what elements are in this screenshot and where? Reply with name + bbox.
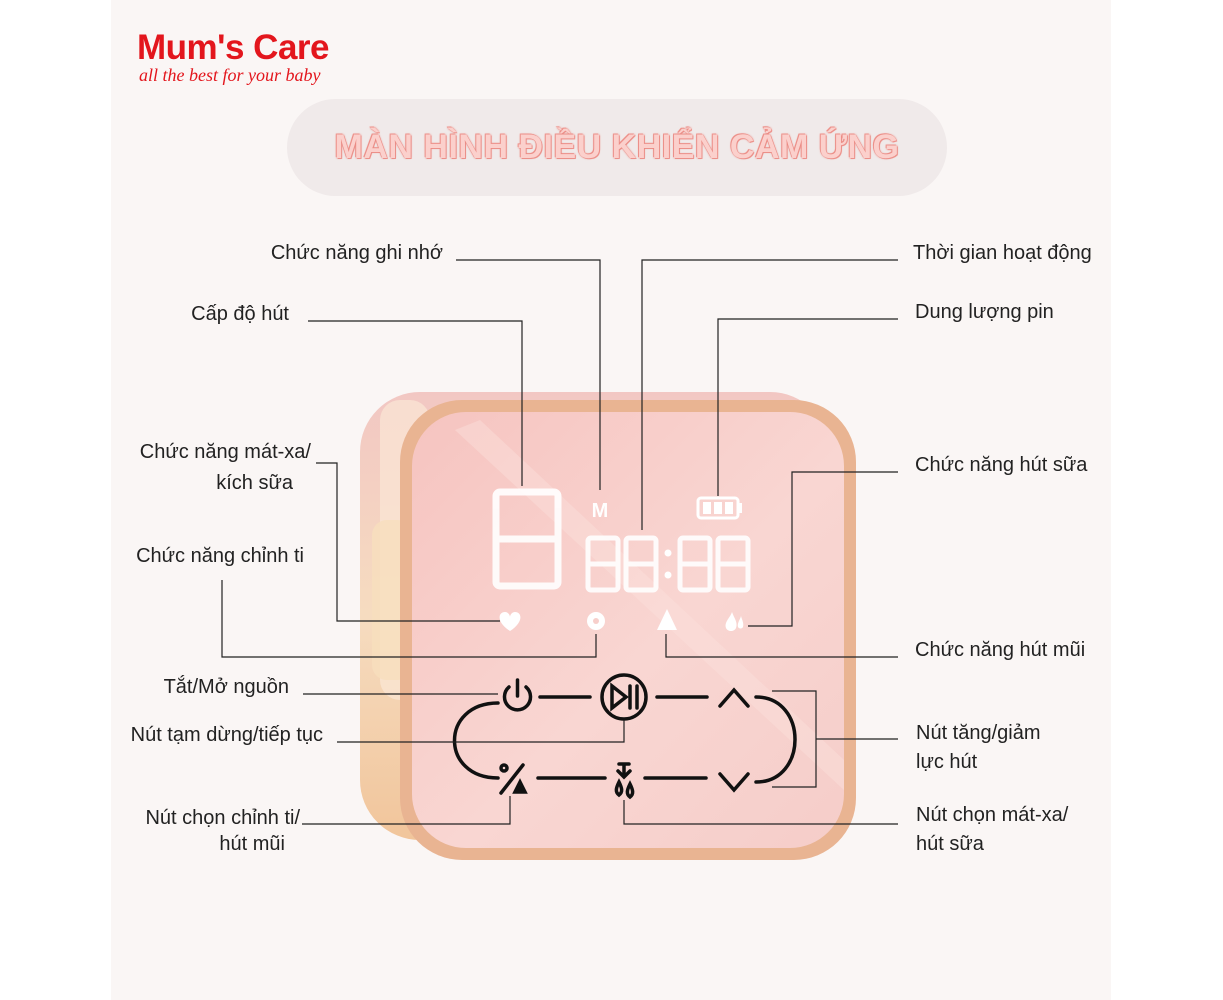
label-suction-level: Cấp độ hút — [191, 303, 289, 325]
label-power: Tắt/Mở nguồn — [163, 676, 289, 698]
label-select-nipple-line1: Nút chọn chỉnh ti/ — [145, 807, 300, 829]
label-adjust-line1: Nút tăng/giảm — [916, 722, 1041, 744]
heading-pill: MÀN HÌNH ĐIỀU KHIỂN CẢM ỨNG — [287, 99, 947, 196]
label-adjust-line2: lực hút — [916, 751, 978, 773]
drip-icon[interactable] — [614, 762, 635, 800]
brand-tagline: all the best for your baby — [139, 65, 321, 85]
memory-indicator: M — [592, 500, 609, 522]
nipple-icon — [587, 612, 605, 630]
milk-drop-icon — [725, 612, 744, 631]
label-nipple: Chức năng chỉnh ti — [136, 545, 304, 567]
label-runtime: Thời gian hoạt động — [913, 242, 1092, 264]
label-milk: Chức năng hút sữa — [915, 454, 1088, 476]
label-select-nipple-line2: hút mũi — [219, 833, 285, 855]
battery-icon — [696, 496, 742, 520]
label-select-massage-line2: hút sữa — [916, 833, 984, 855]
label-massage-line1: Chức năng mát-xa/ — [139, 441, 311, 463]
label-nose: Chức năng hút mũi — [915, 639, 1086, 661]
label-pause: Nút tạm dừng/tiếp tục — [130, 724, 323, 746]
heart-icon — [499, 612, 521, 631]
brand-logo: Mum's Care — [137, 28, 330, 67]
percent-nose-icon[interactable] — [499, 763, 528, 795]
label-battery: Dung lượng pin — [915, 301, 1054, 323]
time-display — [585, 535, 751, 593]
device-screen — [412, 412, 844, 848]
leader-lines — [221, 259, 898, 825]
label-memory: Chức năng ghi nhớ — [270, 242, 443, 264]
play-pause-icon[interactable] — [600, 673, 648, 721]
page-title: MÀN HÌNH ĐIỀU KHIỂN CẢM ỨNG — [334, 128, 900, 166]
down-chevron-icon[interactable] — [718, 772, 750, 793]
nose-icon — [657, 609, 677, 630]
power-icon[interactable] — [502, 678, 533, 712]
label-massage-line2: kích sữa — [216, 472, 293, 494]
up-chevron-icon[interactable] — [718, 687, 750, 708]
level-digit-display — [492, 488, 562, 590]
label-select-massage-line1: Nút chọn mát-xa/ — [916, 804, 1069, 826]
